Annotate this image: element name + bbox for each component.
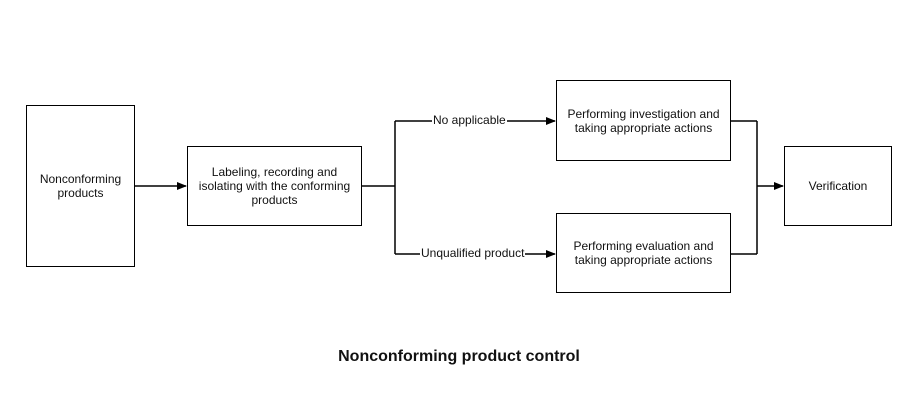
node-labeling-recording: Labeling, recording and isolating with t… — [187, 146, 362, 226]
node-investigation: Performing investigation and taking appr… — [556, 80, 731, 161]
node-labeling-recording-label: Labeling, recording and isolating with t… — [198, 165, 351, 207]
node-verification-label: Verification — [808, 179, 868, 193]
node-evaluation: Performing evaluation and taking appropr… — [556, 213, 731, 293]
diagram-title: Nonconforming product control — [338, 348, 580, 365]
node-nonconforming-products-label: Nonconforming products — [39, 172, 122, 200]
edge-label-no-applicable: No applicable — [432, 113, 507, 127]
node-evaluation-label: Performing evaluation and taking appropr… — [573, 239, 714, 267]
node-verification: Verification — [784, 146, 892, 226]
node-nonconforming-products: Nonconforming products — [26, 105, 135, 267]
edge-label-unqualified-product: Unqualified product — [420, 246, 526, 260]
node-investigation-label: Performing investigation and taking appr… — [567, 106, 720, 135]
